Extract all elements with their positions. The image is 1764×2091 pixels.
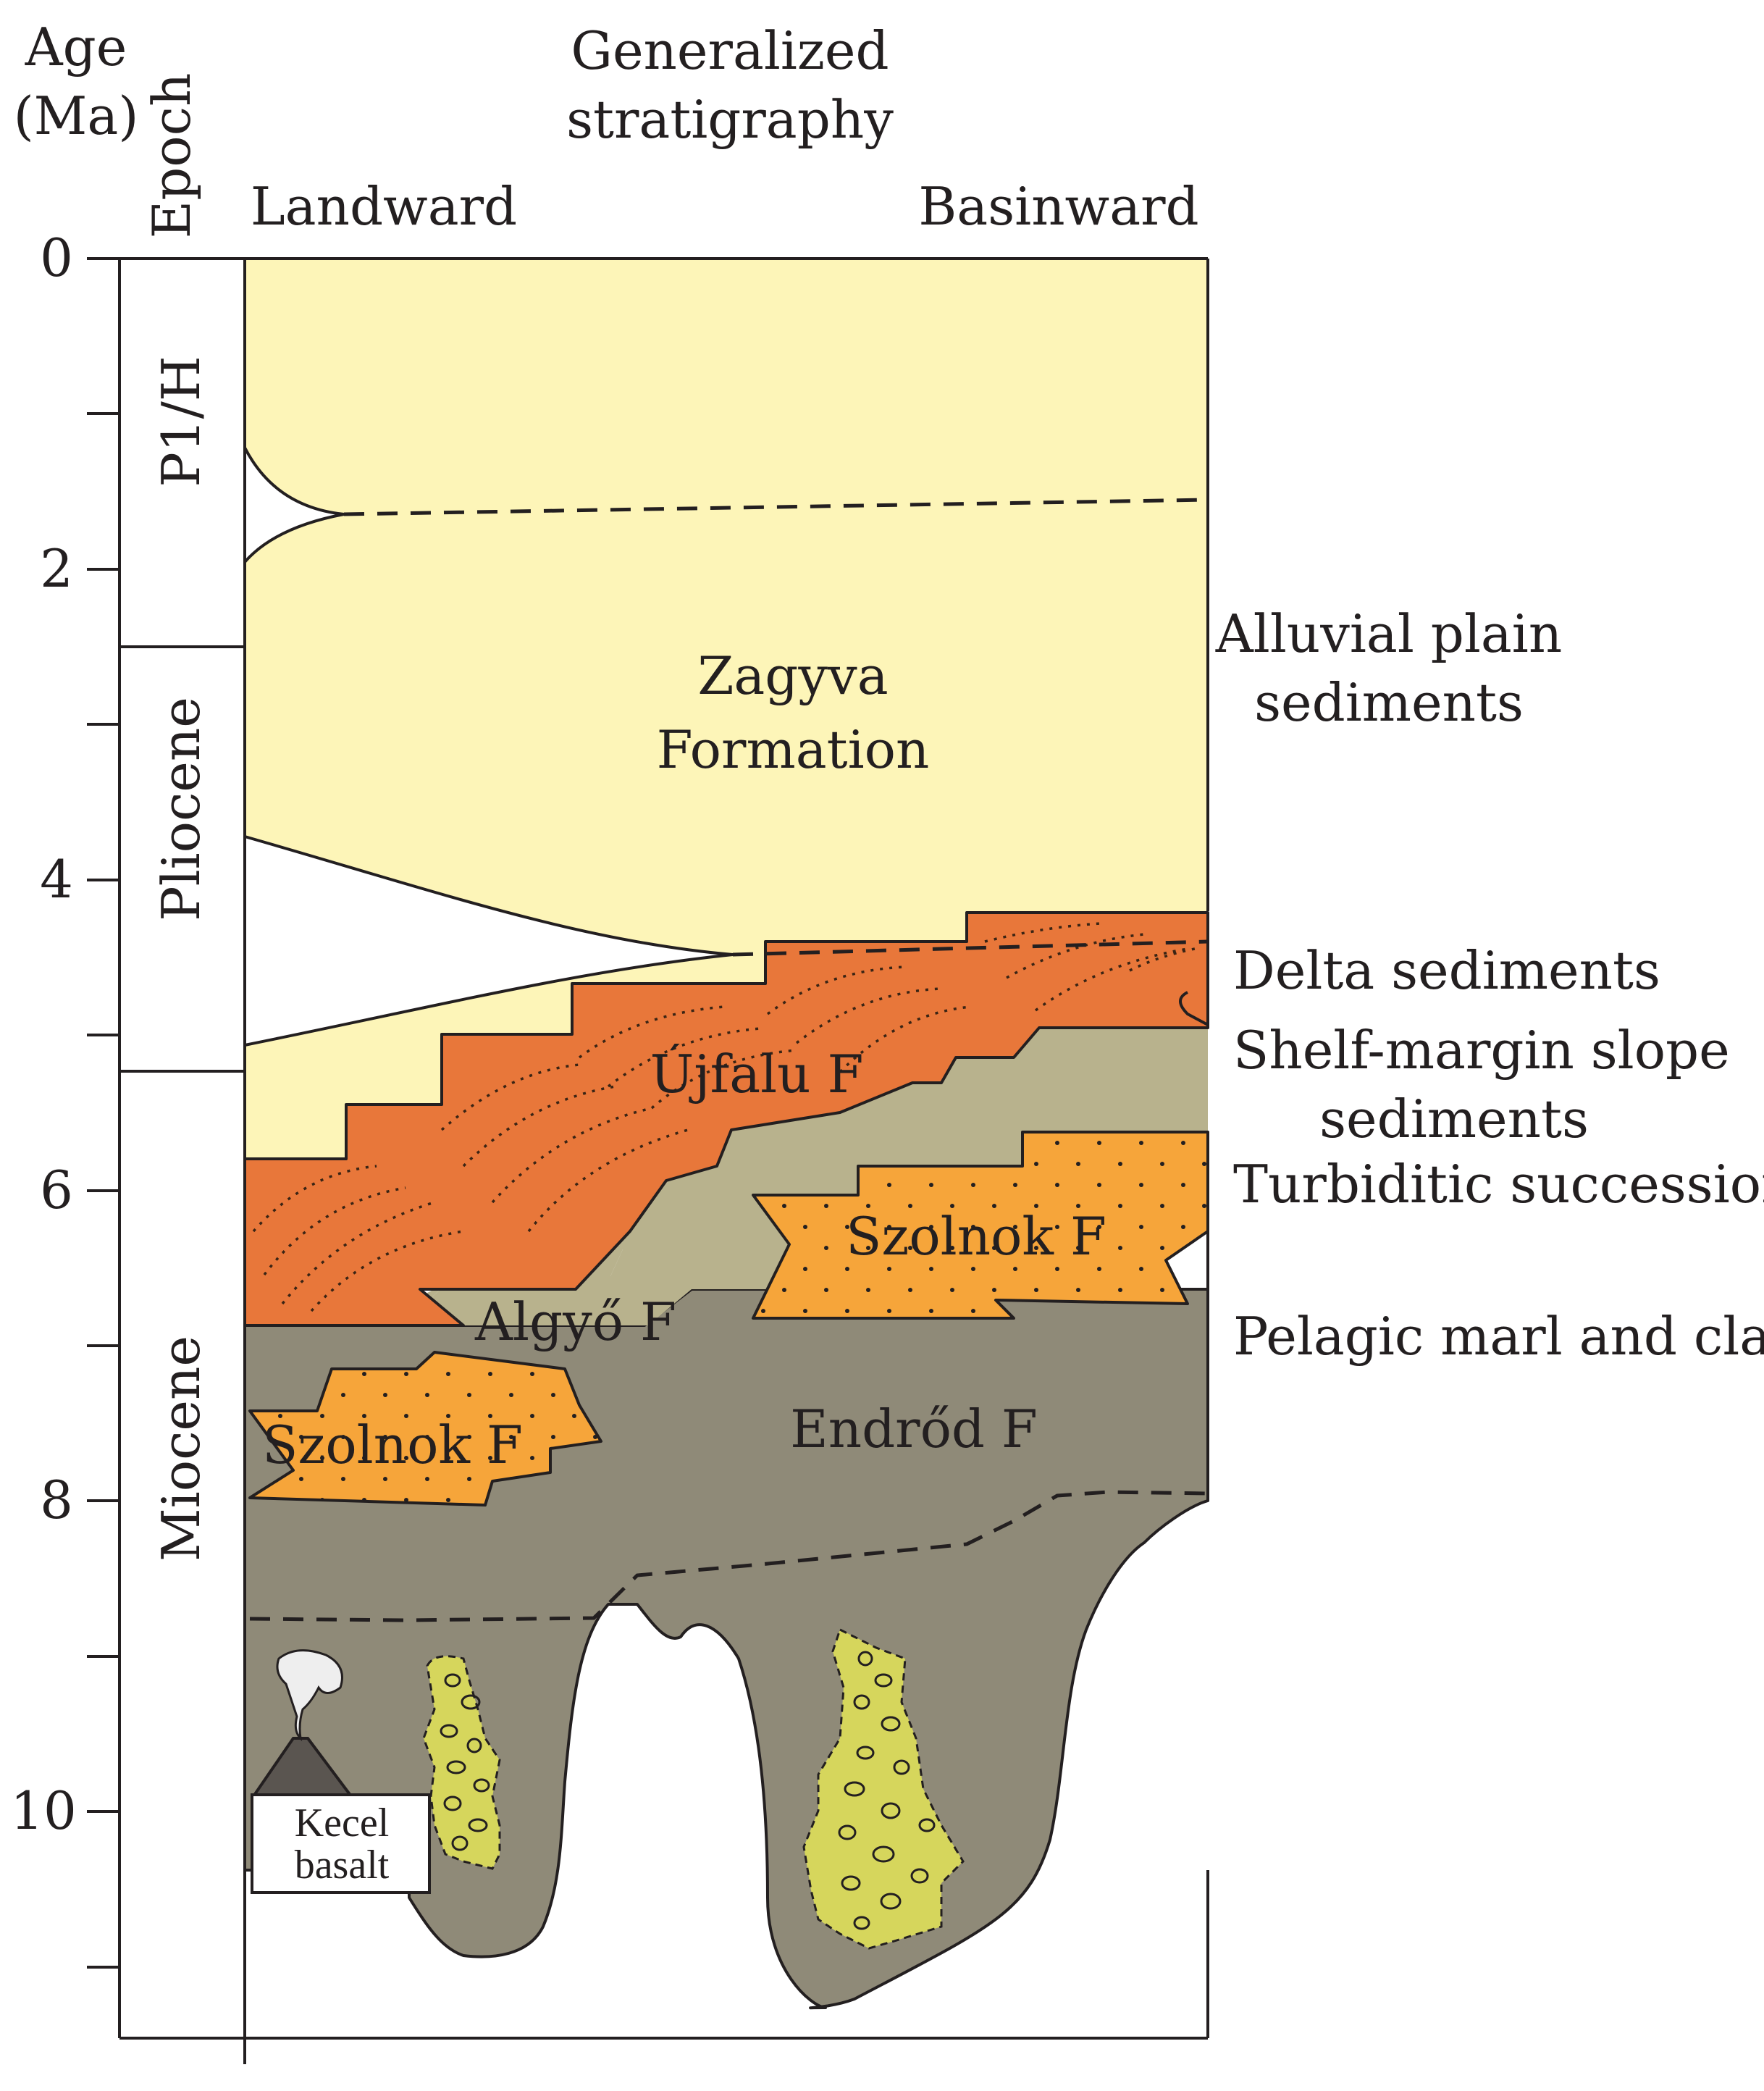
- time-lines: [249, 498, 1209, 1622]
- tick-label-0: 0: [40, 227, 73, 288]
- zagyva-label-line1: Zagyva: [697, 645, 888, 706]
- tick-label-10: 10: [10, 1780, 77, 1841]
- conglomerate-right: [802, 1627, 965, 1950]
- tick-label-2: 2: [40, 538, 73, 599]
- kecel-label-line1: Kecel: [295, 1801, 390, 1845]
- age-axis: [87, 257, 121, 2038]
- strat-header-line2: stratigraphy: [566, 89, 894, 150]
- landward-label: Landward: [251, 176, 517, 237]
- epoch-miocene: Miocene: [151, 1336, 211, 1562]
- kecel-volcano-icon: [251, 1649, 354, 1798]
- kecel-label-line2: basalt: [295, 1843, 390, 1887]
- strat-header-line1: Generalized: [571, 20, 889, 81]
- ujfalu-label: Újfalu F: [650, 1043, 864, 1105]
- zagyva-label-line2: Formation: [657, 719, 930, 780]
- column-frame: [243, 257, 1209, 2064]
- legend-alluvial-line2: sediments: [1254, 672, 1524, 733]
- epoch-pliocene: Pliocene: [151, 697, 211, 921]
- endrod-label: Endrőd F: [790, 1399, 1038, 1459]
- basinward-label: Basinward: [918, 176, 1198, 237]
- algyo-formation-fill: [245, 1028, 1208, 1325]
- lower-szolnok-label: Szolnok F: [262, 1415, 523, 1475]
- epoch-column: [119, 257, 245, 2040]
- lower-wedge-gap: [243, 835, 734, 1047]
- upper-szolnok-dots: [753, 1132, 1208, 1318]
- age-header-line2: (Ma): [14, 85, 139, 146]
- kecel-label-box: [251, 1793, 431, 1894]
- legend-turbiditic: Turbiditic succession: [1233, 1154, 1764, 1215]
- legend-pelagic: Pelagic marl and clay: [1233, 1306, 1764, 1367]
- tick-label-4: 4: [40, 849, 73, 910]
- tick-label-8: 8: [40, 1470, 73, 1530]
- legend-alluvial-line1: Alluvial plain: [1215, 603, 1562, 664]
- age-header-line1: Age: [25, 17, 127, 77]
- legend-delta: Delta sediments: [1233, 940, 1660, 1001]
- lower-szolnok-dots: [250, 1352, 601, 1505]
- tick-label-6: 6: [40, 1160, 73, 1220]
- epoch-header: Epoch: [141, 73, 202, 239]
- delta-toe-line: [1179, 991, 1209, 1026]
- delta-foresets: [252, 922, 1196, 1312]
- conglomerate-pebbles: [440, 1651, 936, 1930]
- algyo-label: Algyő F: [474, 1291, 676, 1352]
- ujfalu-formation-fill: [243, 911, 1209, 1327]
- legend-shelf-line1: Shelf-margin slope: [1233, 1020, 1730, 1081]
- upper-szolnok-label: Szolnok F: [846, 1206, 1106, 1267]
- legend-shelf-line2: sediments: [1319, 1089, 1589, 1149]
- epoch-p1h: P1/H: [151, 356, 211, 487]
